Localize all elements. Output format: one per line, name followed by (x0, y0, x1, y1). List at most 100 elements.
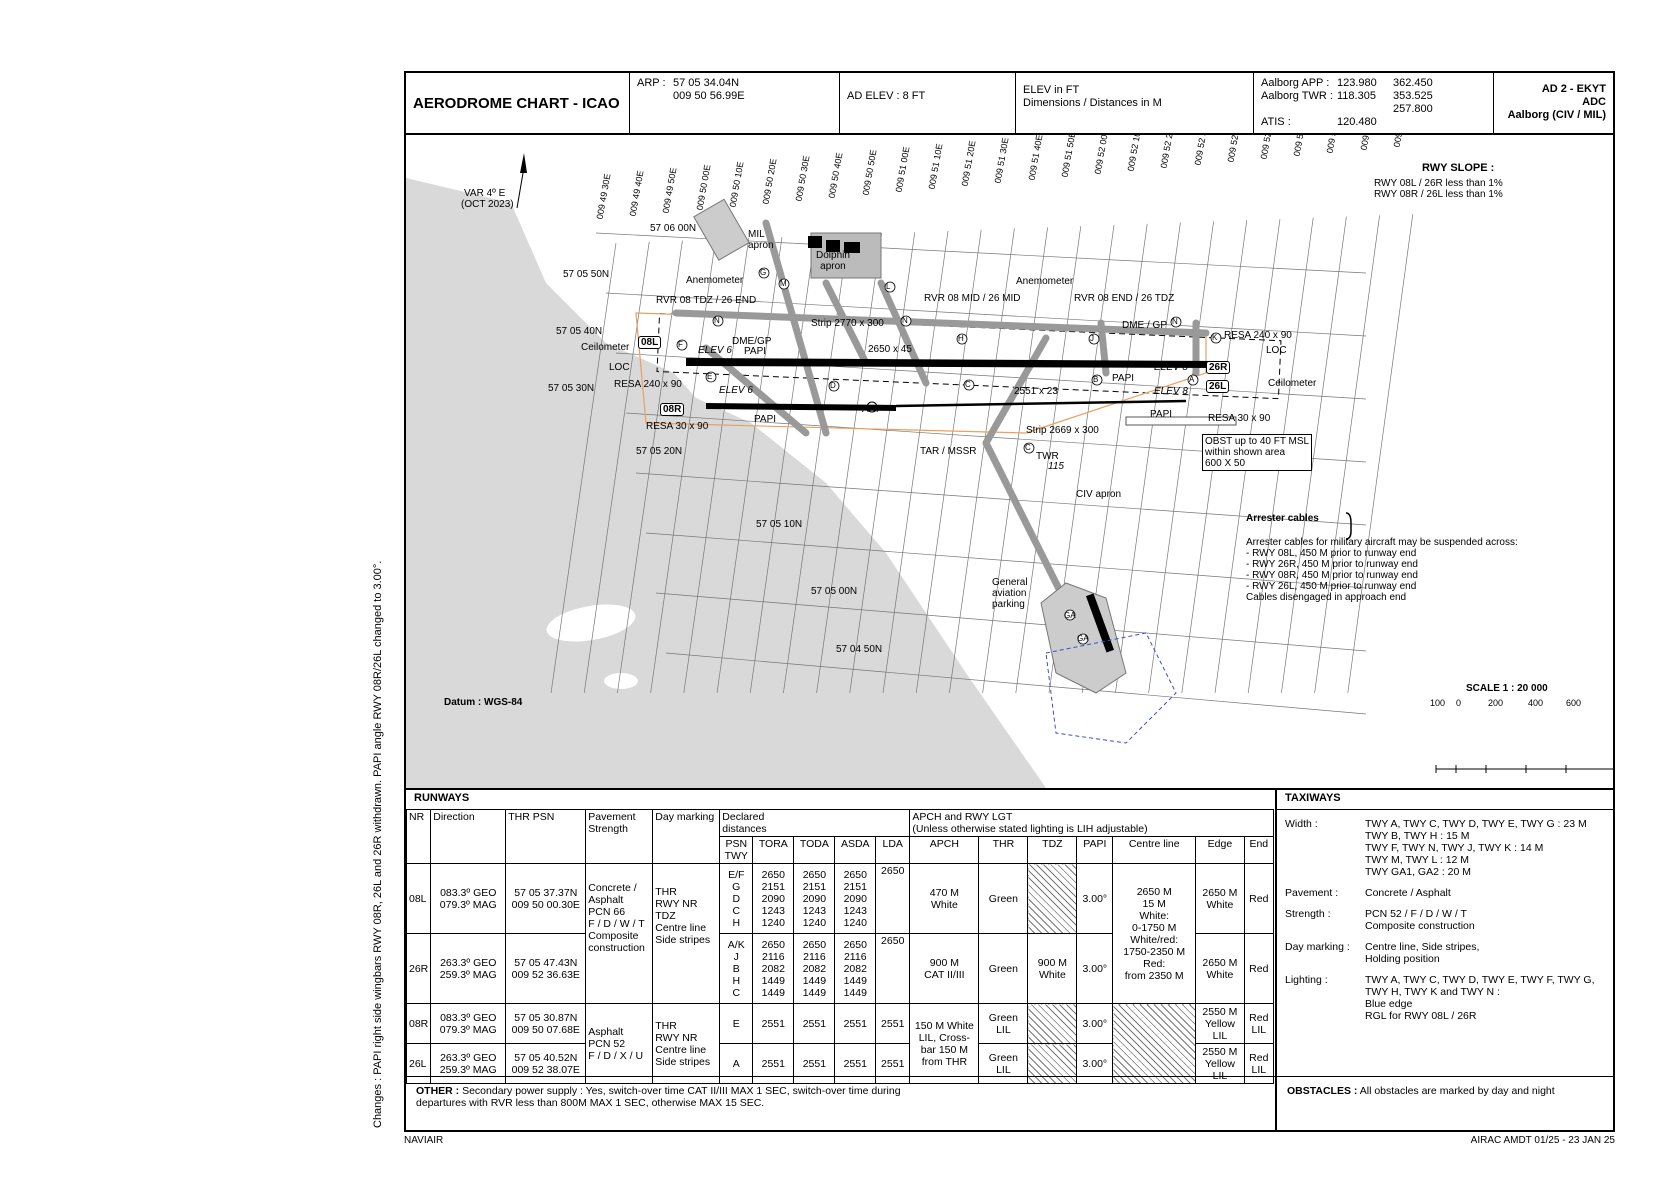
ceilometer-label: Ceilometer (1268, 378, 1317, 389)
ad-elev-cell: AD ELEV : 8 FT (840, 73, 1016, 133)
rwy-slope-title: RWY SLOPE : (1422, 162, 1495, 174)
runways-table: NR Direction THR PSN Pavement Strength D… (405, 809, 1275, 1084)
civ-apron-label: CIV apron (1076, 489, 1122, 500)
meridian-line (915, 229, 982, 694)
twr-height: 115 (1048, 461, 1064, 472)
elev-note: ELEV in FT (1023, 84, 1080, 96)
scale-label: SCALE 1 : 20 000 (1466, 683, 1548, 694)
meridian-line (882, 230, 949, 694)
lat-label: 57 05 40N (556, 326, 603, 337)
scale-bar (1435, 765, 1613, 773)
parallel-line (635, 472, 1367, 526)
scale-tick: 0 (1456, 698, 1462, 708)
ad-elev: AD ELEV : 8 FT (847, 90, 926, 102)
meridian-line (849, 232, 916, 694)
units-cell: ELEV in FT Dimensions / Distances in M (1016, 73, 1254, 133)
elev-label: ELEV 6 (698, 345, 732, 356)
ceilometer-label: Ceilometer (581, 342, 630, 353)
north-arrow-icon (520, 153, 527, 173)
resa-label: RESA 240 x 90 (1224, 330, 1292, 341)
lat-label: 57 05 00N (811, 586, 858, 597)
terminal (1085, 593, 1115, 653)
lat-label: 57 05 20N (636, 446, 683, 457)
obstacles-section: OBSTACLES : All obstacles are marked by … (1277, 1076, 1613, 1130)
strip-label: Strip 2669 x 300 (1026, 425, 1099, 436)
map-drawing (406, 153, 1613, 788)
datum-label: Datum : WGS-84 (444, 697, 523, 708)
meridian-line (1148, 221, 1214, 694)
changes-note: Changes : PAPI right side wingbars RWY 0… (372, 560, 384, 1128)
twy-width: Width :TWY A, TWY C, TWY D, TWY E, TWY G… (1285, 818, 1587, 878)
lat-label: 57 05 30N (548, 383, 595, 394)
meridian-line (1281, 216, 1347, 694)
twy-marking: Day marking :Centre line, Side stripes, … (1285, 941, 1480, 965)
arrester-cable-icon (1345, 512, 1352, 540)
taxiway-letter-circles (676, 267, 1222, 645)
rwy-marker-26l: 26L (1206, 380, 1230, 393)
taxiway-letter: GA (1077, 634, 1089, 643)
meridian-line (617, 240, 683, 694)
table-row: 26L 263.3º GEO 259.3º MAG 57 05 40.52N 0… (405, 1043, 1275, 1084)
rwy-marker-08r: 08R (660, 403, 685, 416)
ad-name: Aalborg (CIV / MIL) (1507, 109, 1606, 121)
ad-type: ADC (1582, 96, 1606, 108)
scale-tick: 400 (1528, 698, 1544, 708)
arp-lon: 009 50 56.99E (673, 90, 745, 102)
meridian-line (749, 235, 816, 694)
lat-label: 57 04 50N (836, 644, 883, 655)
papi-label: PAPI (744, 346, 767, 357)
taxiway-letter: L (886, 282, 891, 291)
resa-label: RESA 30 x 90 (646, 421, 709, 432)
arp-lat: 57 05 34.04N (673, 77, 740, 89)
obstacles-text: All obstacles are marked by day and nigh… (1359, 1085, 1555, 1097)
papi-label: PAPI (1112, 373, 1135, 384)
table-row: 08L 083.3º GEO 079.3º MAG 57 05 37.37N 0… (405, 863, 1275, 1004)
parallel-line (605, 292, 1367, 337)
resa-label: RESA 30 x 90 (1208, 413, 1271, 424)
var-label: VAR 4º E (464, 188, 506, 199)
twy-strength: Strength :PCN 52 / F / D / W / T Composi… (1285, 908, 1475, 932)
twr-label: TWR (1036, 451, 1059, 462)
tar-label: TAR / MSSR (920, 446, 977, 457)
dme-gp-label: DME/GP (732, 336, 772, 347)
other-label: OTHER : (416, 1085, 460, 1097)
scale-tick: 100 (1430, 698, 1446, 708)
obstacle-area (1125, 416, 1237, 426)
taxiway-letter: H (958, 334, 964, 343)
table-row: 26R 263.3º GEO 259.3º MAG 57 05 47.43N 0… (405, 933, 1275, 1004)
mil-apron-label: MIL apron (748, 229, 774, 251)
aerodrome-map: VAR 4º E (OCT 2023) RWY SLOPE : RWY 08L … (406, 133, 1613, 790)
meridian-line (550, 242, 617, 694)
taxiway-letter: A (1189, 375, 1195, 384)
elev-label: ELEV 8 (1154, 362, 1188, 373)
runways-title: RUNWAYS (414, 792, 470, 804)
meridian-line (1015, 226, 1082, 694)
ad-id-cell: AD 2 - EKYT ADC Aalborg (CIV / MIL) (1494, 73, 1613, 133)
taxiway-letter: D (830, 381, 836, 390)
elev-label: ELEV 6 (719, 385, 753, 396)
lat-label: 57 05 10N (756, 519, 803, 530)
taxiway-letter: E (707, 372, 713, 381)
parallel-line (655, 592, 1367, 652)
meridian-line (583, 241, 650, 694)
footer-right: AIRAC AMDT 01/25 - 23 JAN 25 (1470, 1135, 1615, 1146)
arp-label: ARP : (637, 77, 666, 89)
hangar (844, 242, 860, 253)
hangar (826, 240, 840, 252)
obstacles-label: OBSTACLES : (1287, 1085, 1358, 1097)
taxiway-letter: B (1093, 375, 1099, 384)
twy-pavement: Pavement :Concrete / Asphalt (1285, 887, 1451, 899)
rvr-label: RVR 08 TDZ / 26 END (656, 295, 757, 306)
footer-left: NAVIAIR (404, 1135, 444, 1146)
chart-header: AERODROME CHART - ICAO ARP : 57 05 34.04… (406, 73, 1613, 135)
runway-dim-label: 2551 x 23 (1014, 386, 1058, 397)
freq-row: ATIS :120.480 (1261, 116, 1377, 128)
rwy-marker-26r: 26R (1206, 361, 1231, 374)
taxiway-letter: N (1172, 317, 1178, 326)
taxiways-section: TAXIWAYS Width :TWY A, TWY C, TWY D, TWY… (1277, 788, 1613, 1076)
lat-label: 57 05 50N (563, 269, 610, 280)
loc-label: LOC (1266, 345, 1287, 356)
taxiways-title: TAXIWAYS (1277, 788, 1613, 810)
